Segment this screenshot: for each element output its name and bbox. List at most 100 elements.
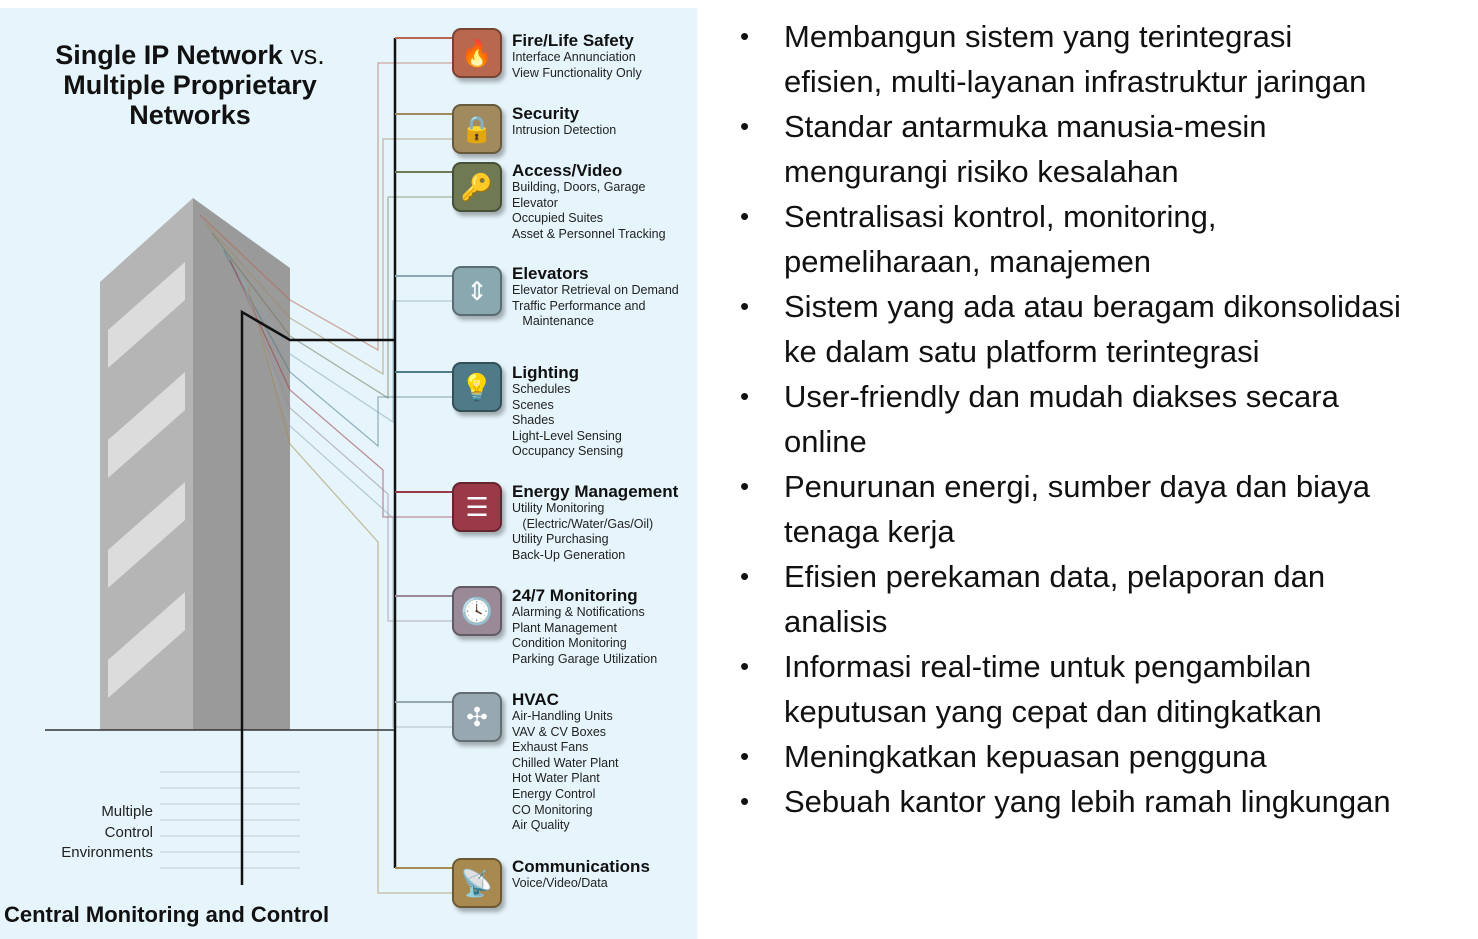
category-item: Shades — [512, 413, 555, 428]
category-item: (Electric/Water/Gas/Oil) — [512, 516, 654, 531]
category-title: Access/Video — [512, 161, 623, 180]
bullet-icon: • — [740, 201, 750, 231]
bullet-text: keputusan yang cepat dan ditingkatkan — [784, 694, 1322, 729]
fan-icon: ✣ — [452, 692, 502, 742]
bullet-icon: • — [740, 291, 750, 321]
flame-icon: 🔥 — [452, 28, 502, 78]
lightbulb-icon: 💡 — [452, 362, 502, 412]
bullet-icon: • — [740, 786, 750, 816]
category-title: Lighting — [512, 363, 580, 382]
bullet-item: • Membangun sistem yang terintegrasi efisi… — [740, 14, 1401, 104]
building-illustration — [45, 37, 452, 894]
category-item: Alarming & Notifications — [512, 605, 645, 619]
bullet-text: Sistem yang ada atau beragam dikonsolida… — [784, 289, 1401, 324]
diagram-title: Single IP Network vs. Multiple Proprieta… — [55, 40, 325, 130]
category-item: Energy Control — [512, 786, 596, 801]
category-item: Maintenance — [512, 314, 594, 329]
proprietary-wire — [223, 250, 452, 448]
category-item: Chilled Water Plant — [512, 755, 619, 770]
bullet-icon: • — [740, 741, 750, 771]
bullet-list: • Membangun sistem yang terintegrasi efisi… — [740, 14, 1401, 824]
category-item: Traffic Performance and — [512, 298, 646, 313]
category-item: Air Quality — [512, 818, 570, 833]
category-item: Occupancy Sensing — [512, 444, 624, 459]
sliders-icon: ☰ — [452, 482, 502, 532]
category-item: Building, Doors, Garage — [512, 180, 646, 194]
category-item: Occupied Suites — [512, 211, 604, 226]
proprietary-wire — [211, 196, 452, 400]
proprietary-wire — [199, 62, 452, 352]
bullet-item: • Sentralisasi kontrol, monitoring, pemeli… — [740, 194, 1401, 284]
bullet-text: Sentralisasi kontrol, monitoring, — [784, 199, 1217, 234]
bullet-text: pemeliharaan, manajemen — [784, 244, 1152, 279]
bullet-icon: • — [740, 381, 750, 411]
bullet-text: Meningkatkan kepuasan pengguna — [784, 739, 1267, 774]
category-title: Energy Management — [512, 482, 679, 501]
bullet-text: Standar antarmuka manusia-mesin — [784, 109, 1267, 144]
proprietary-wire — [241, 277, 452, 728]
bullet-text: online — [784, 424, 867, 459]
key-icon: 🔑 — [452, 162, 502, 212]
category-item: Schedules — [512, 382, 571, 396]
proprietary-wire — [235, 268, 452, 622]
elevator-buttons-icon: ⇕ — [452, 266, 502, 316]
category-item: Back-Up Generation — [512, 547, 626, 562]
central-wire — [240, 309, 395, 885]
bullet-text: efisien, multi-layanan infrastruktur jar… — [784, 64, 1367, 99]
bullet-icon: • — [740, 561, 750, 591]
bullet-item: • Sistem yang ada atau beragam dikonsolid… — [740, 284, 1401, 374]
antenna-icon: 📡 — [452, 858, 502, 908]
bullet-text: Sebuah kantor yang lebih ramah lingkunga… — [784, 784, 1391, 819]
category-title: Elevators — [512, 264, 589, 283]
category-item: Elevator — [512, 195, 558, 210]
proprietary-wire — [205, 138, 452, 376]
bullet-text: Penurunan energi, sumber daya dan biaya — [784, 469, 1370, 504]
category-item: Hot Water Plant — [512, 771, 600, 786]
category-item: Voice/Video/Data — [512, 876, 608, 890]
clock-icon: 🕓 — [452, 586, 502, 636]
category-title: 24/7 Monitoring — [512, 586, 638, 605]
category-item: Air-Handling Units — [512, 709, 613, 723]
proprietary-wire — [217, 241, 452, 424]
bullet-text: tenaga kerja — [784, 514, 955, 549]
bullet-item: • Meningkatkan kepuasan pengguna — [740, 734, 1401, 779]
category-item: Scenes — [512, 397, 554, 412]
bullet-text: analisis — [784, 604, 888, 639]
network-diagram: Single IP Network vs. Multiple Proprieta… — [0, 8, 697, 939]
category-title: Fire/Life Safety — [512, 31, 634, 50]
category-item: Utility Monitoring — [512, 501, 605, 515]
bullet-item: • User-friendly dan mudah diakses secara o… — [740, 374, 1401, 464]
bullet-text: Efisien perekaman data, pelaporan dan — [784, 559, 1326, 594]
bullet-text: Membangun sistem yang terintegrasi — [784, 19, 1293, 54]
category-item: Intrusion Detection — [512, 123, 617, 137]
category-item: Plant Management — [512, 620, 617, 635]
bullet-text: mengurangi risiko kesalahan — [784, 154, 1179, 189]
bullet-icon: • — [740, 471, 750, 501]
category-item: Interface Annunciation — [512, 50, 636, 64]
proprietary-wire — [247, 286, 452, 894]
central-monitoring-label: Central Monitoring and Control — [4, 902, 330, 927]
category-title: Security — [512, 104, 580, 123]
category-item: Condition Monitoring — [512, 636, 627, 651]
category-item: Elevator Retrieval on Demand — [512, 283, 679, 297]
bullet-text: User-friendly dan mudah diakses secara — [784, 379, 1339, 414]
bullet-icon: • — [740, 21, 750, 51]
bullet-item: • Penurunan energi, sumber daya dan biaya… — [740, 464, 1401, 554]
category-item: View Functionality Only — [512, 65, 642, 80]
category-item: Parking Garage Utilization — [512, 651, 658, 666]
bullet-item: • Sebuah kantor yang lebih ramah lingkung… — [740, 779, 1401, 824]
bullet-text: ke dalam satu platform terintegrasi — [784, 334, 1260, 369]
category-item: CO Monitoring — [512, 802, 593, 817]
proprietary-wire — [229, 259, 452, 518]
category-item: VAV & CV Boxes — [512, 724, 607, 739]
